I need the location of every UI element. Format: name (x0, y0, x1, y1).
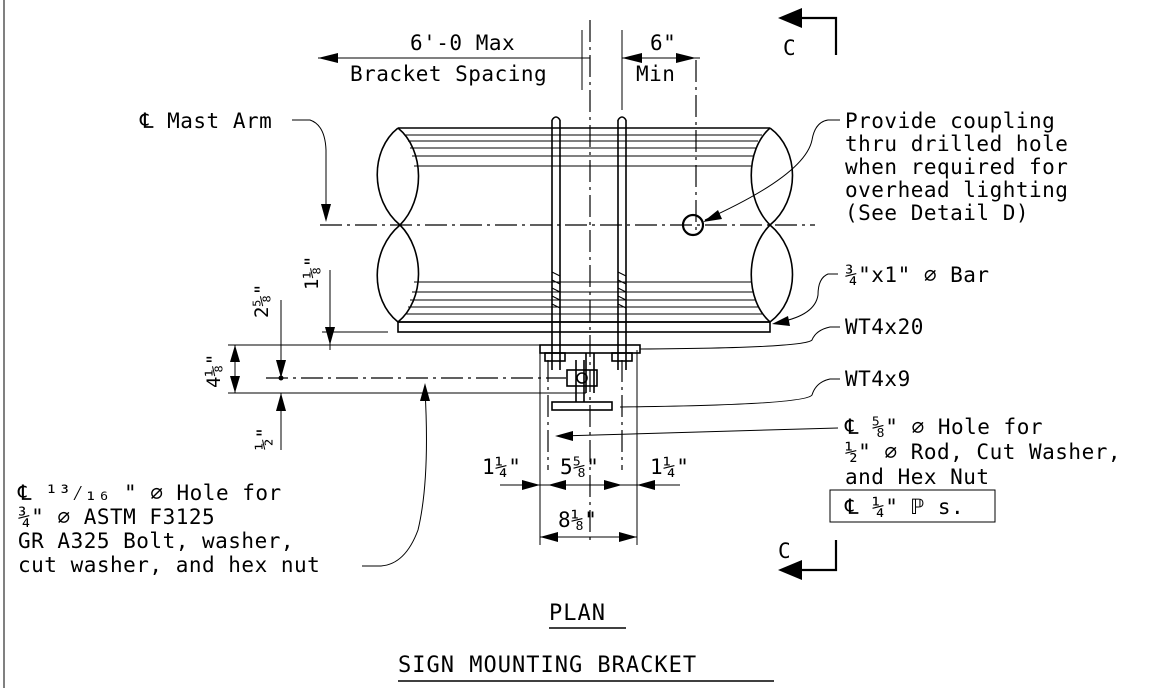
u-bolt-rods (551, 116, 627, 370)
plates-callout: ℄ ¼" ℙ s. (829, 489, 996, 523)
wt4x9-label: WT4x9 (845, 367, 911, 391)
spacing-label-bottom: Bracket Spacing (350, 62, 547, 86)
coupling-line-3: when required for (845, 155, 1068, 179)
mast-arm-pipe (376, 127, 794, 333)
bracket-spacing-dimension: 6'-0 Max Bracket Spacing (318, 31, 568, 86)
dim-label: 5⅝" (560, 455, 599, 479)
bolt-hole-line-1: ℄ ¹³⁄₁₆ " ⌀ Hole for (17, 481, 282, 505)
wt4x9-callout: WT4x9 (619, 367, 911, 408)
bolt-hole-line-2: ¾" ⌀ ASTM F3125 (18, 505, 215, 529)
plates-label: ℄ ¼" ℙ s. (844, 495, 964, 519)
wt4x9-member (551, 360, 613, 411)
coupling-hole (681, 213, 705, 237)
bolt-hole-line-4: cut washer, and hex nut (18, 553, 320, 577)
bolt-hole-callout: ℄ ¹³⁄₁₆ " ⌀ Hole for ¾" ⌀ ASTM F3125 GR … (17, 383, 430, 577)
plates-box (829, 489, 996, 523)
section-label-top: C (783, 36, 796, 60)
mast-arm-callout: ℄ Mast Arm (139, 109, 331, 222)
dim-2-5-8: 2⅝" (251, 284, 286, 378)
dim-1-2: ½" (253, 393, 286, 450)
coupling-callout: Provide coupling thru drilled hole when … (703, 109, 1068, 225)
dim-4-1-8: 4⅛" (203, 345, 240, 393)
dim-label: 4⅛" (203, 354, 225, 388)
bar-callout: ¾"x1" ⌀ Bar (772, 263, 990, 326)
coupling-line-4: overhead lighting (845, 178, 1068, 202)
rod-hole-callout: ℄ ⅝" ⌀ Hole for ½" ⌀ Rod, Cut Washer, an… (555, 415, 1121, 489)
dim-8-1-8: 8⅛" (540, 508, 637, 542)
min-label-top: 6" (650, 31, 676, 55)
dim-label: 1⅛" (301, 256, 323, 290)
coupling-line-5: (See Detail D) (845, 201, 1029, 225)
bar-label: ¾"x1" ⌀ Bar (845, 263, 990, 287)
dim-label: 8⅛" (558, 508, 597, 532)
min-dimension: 6" Min (622, 31, 700, 86)
plan-label: PLAN (549, 601, 606, 626)
section-cut-bottom: C (778, 539, 838, 580)
drawing-title-label: SIGN MOUNTING BRACKET (398, 653, 697, 678)
wt4x20-callout: WT4x20 (639, 315, 924, 350)
spacing-label-top: 6'-0 Max (410, 31, 515, 55)
dim-label: 1¼" (482, 455, 521, 479)
dim-label: ½" (253, 427, 275, 450)
coupling-line-2: thru drilled hole (845, 132, 1068, 156)
dim-1-1-8: 1⅛" (301, 256, 335, 350)
drawing-title: SIGN MOUNTING BRACKET (398, 653, 774, 682)
plan-title: PLAN (549, 601, 626, 629)
wt4x20-label: WT4x20 (845, 315, 924, 339)
rod-hole-line-1: ℄ ⅝" ⌀ Hole for (844, 415, 1043, 439)
dim-row-1: 1¼" 5⅝" 1¼" (482, 455, 689, 490)
dim-label: 2⅝" (251, 284, 273, 318)
rod-hole-line-3: and Hex Nut (845, 465, 990, 489)
coupling-line-1: Provide coupling (845, 109, 1055, 133)
dim-label: 1¼" (650, 455, 689, 479)
mast-arm-label: ℄ Mast Arm (139, 109, 272, 133)
section-label-bottom: C (778, 539, 791, 563)
bolt-hole-line-3: GR A325 Bolt, washer, (18, 529, 294, 553)
min-label-bottom: Min (636, 62, 675, 86)
section-cut-top: C (778, 8, 838, 60)
rod-hole-line-2: ½" ⌀ Rod, Cut Washer, (845, 440, 1121, 464)
